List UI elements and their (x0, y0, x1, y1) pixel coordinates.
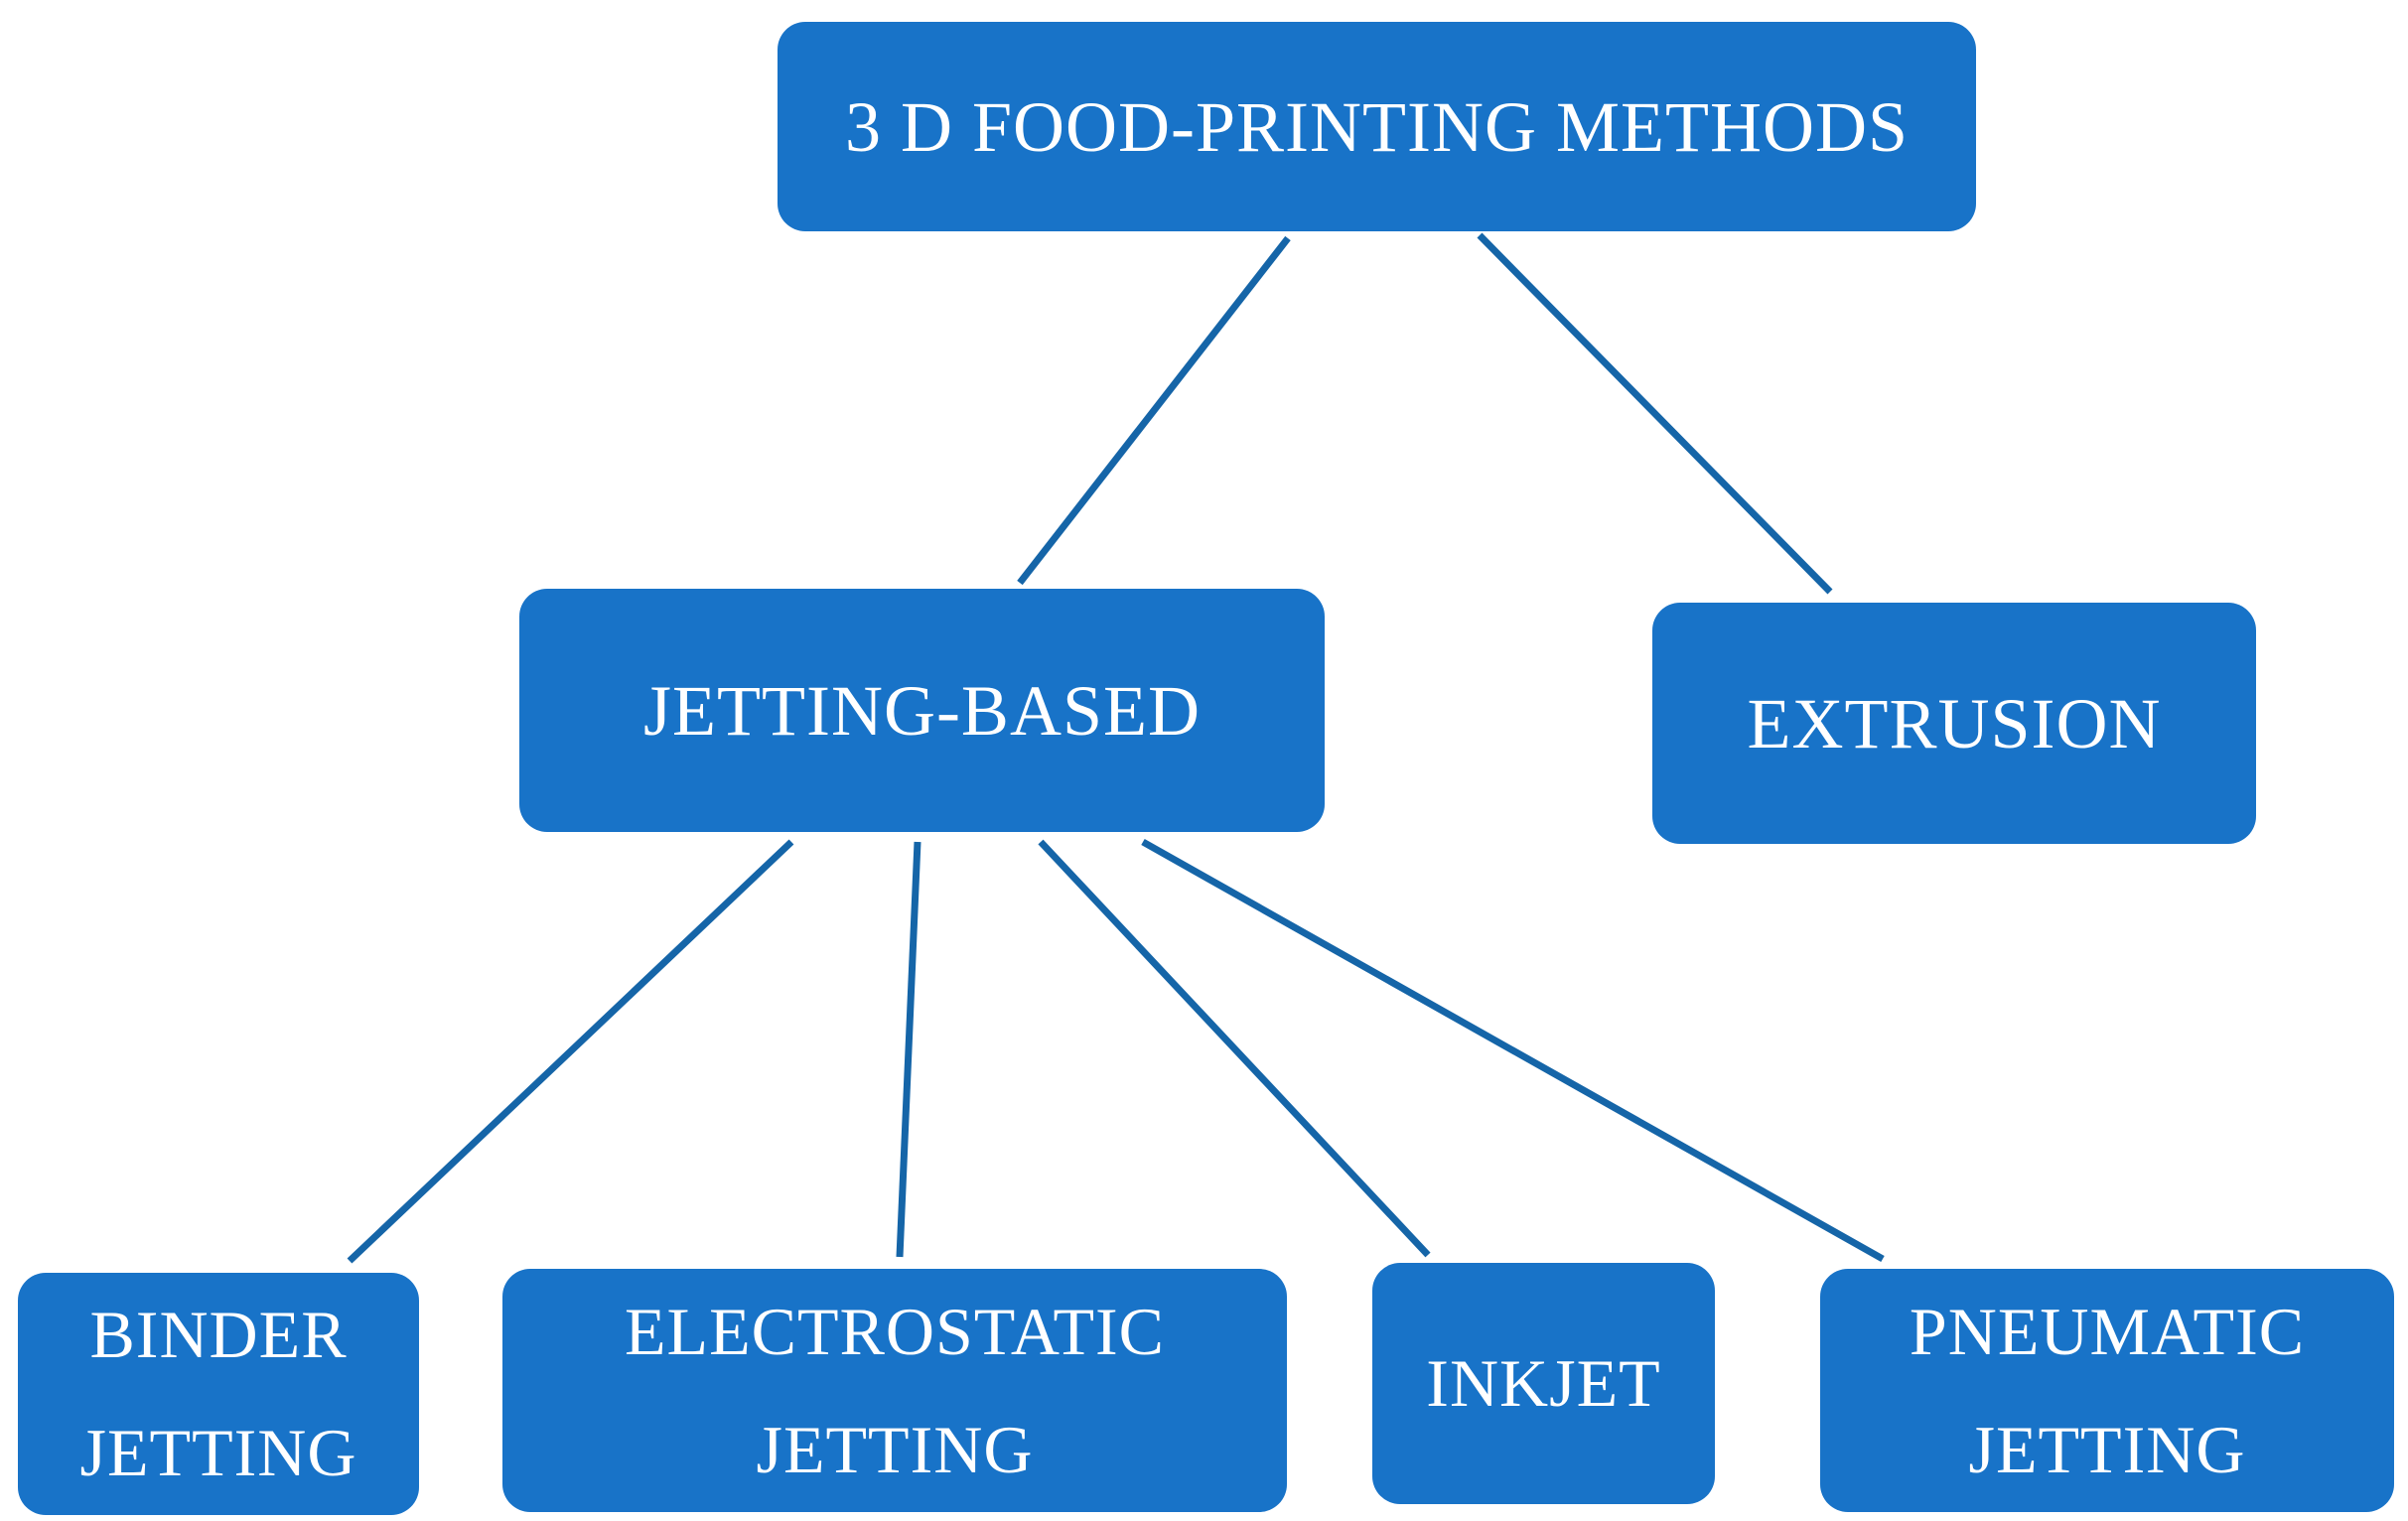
edge-jetting-based-to-electrostatic-jetting (896, 841, 921, 1258)
pneumatic-jetting-node: PNEUMATIC JETTING (1820, 1269, 2394, 1512)
binder-jetting-label-line-1: BINDER (89, 1297, 348, 1372)
edge-root-to-jetting-based (1017, 235, 1291, 586)
jetting-based-node: JETTING-BASED (519, 589, 1325, 832)
pneumatic-jetting-label-line-1: PNEUMATIC (1909, 1293, 2306, 1369)
jetting-based-label: JETTING-BASED (643, 670, 1201, 751)
binder-jetting-label-line-2: JETTING (79, 1415, 357, 1490)
edge-jetting-based-to-inkjet (1038, 839, 1431, 1258)
root-node-label: 3 D FOOD-PRINTING METHODS (844, 86, 1909, 167)
extrusion-node: EXTRUSION (1652, 603, 2256, 844)
binder-jetting-node: BINDER JETTING (18, 1273, 419, 1515)
electrostatic-jetting-label-line-2: JETTING (756, 1411, 1034, 1487)
edge-root-to-extrusion (1477, 232, 1833, 595)
electrostatic-jetting-node: ELECTROSTATIC JETTING (502, 1269, 1287, 1512)
pneumatic-jetting-label-line-2: JETTING (1968, 1411, 2246, 1487)
inkjet-label: INKJET (1426, 1345, 1661, 1421)
inkjet-node: INKJET (1372, 1263, 1715, 1504)
edge-jetting-based-to-pneumatic-jetting (1141, 838, 1885, 1263)
edge-jetting-based-to-binder-jetting (347, 839, 794, 1264)
root-node: 3 D FOOD-PRINTING METHODS (778, 22, 1976, 231)
electrostatic-jetting-label-line-1: ELECTROSTATIC (625, 1293, 1165, 1369)
extrusion-label: EXTRUSION (1747, 683, 2162, 763)
